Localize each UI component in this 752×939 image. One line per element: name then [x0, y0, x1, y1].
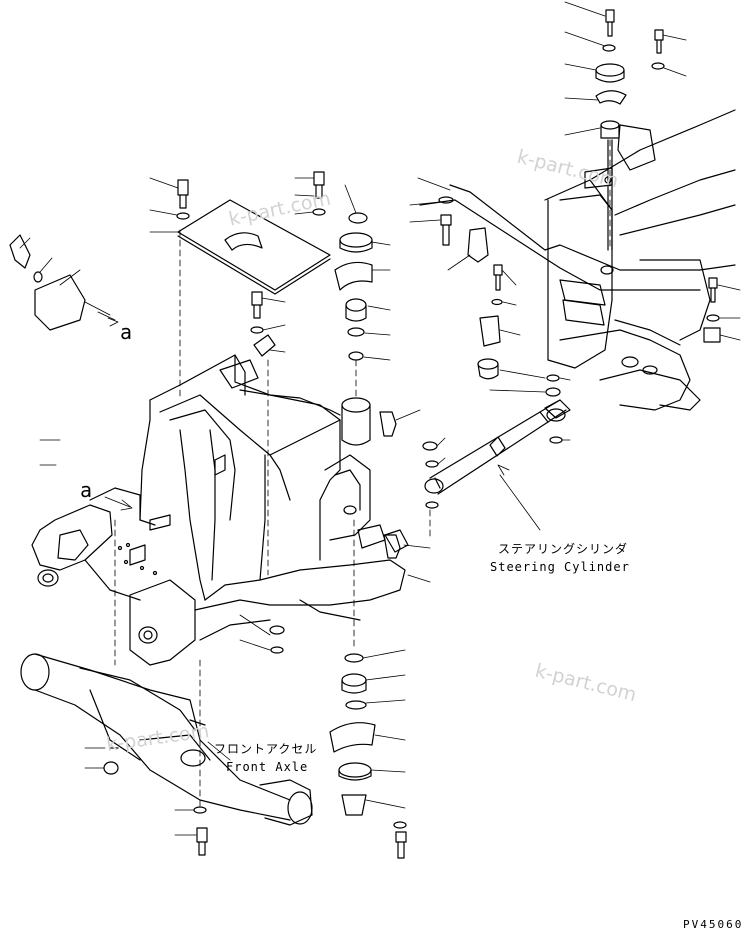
cover-plate [9, 171, 331, 357]
rear-frame [419, 109, 736, 411]
view-marker-a-upper: a [120, 320, 133, 344]
front-axle [20, 653, 313, 856]
center-pin-stack [334, 212, 401, 559]
front-axle-label-ja: フロントアクセル [214, 742, 318, 756]
upper-pin-stack [595, 9, 665, 251]
front-frame [31, 354, 409, 666]
view-marker-a-lower: a [80, 478, 93, 502]
center-lines [114, 139, 611, 811]
steering-cylinder-label-ja: ステアリングシリンダ [498, 542, 629, 556]
center-right-parts [438, 196, 721, 419]
front-axle-label-en: Front Axle [226, 760, 309, 774]
leader-lines [19, 1, 741, 836]
steering-cylinder [422, 399, 567, 509]
drawing-code: PV45060 [683, 918, 744, 931]
steering-cylinder-label-en: Steering Cylinder [490, 560, 630, 574]
